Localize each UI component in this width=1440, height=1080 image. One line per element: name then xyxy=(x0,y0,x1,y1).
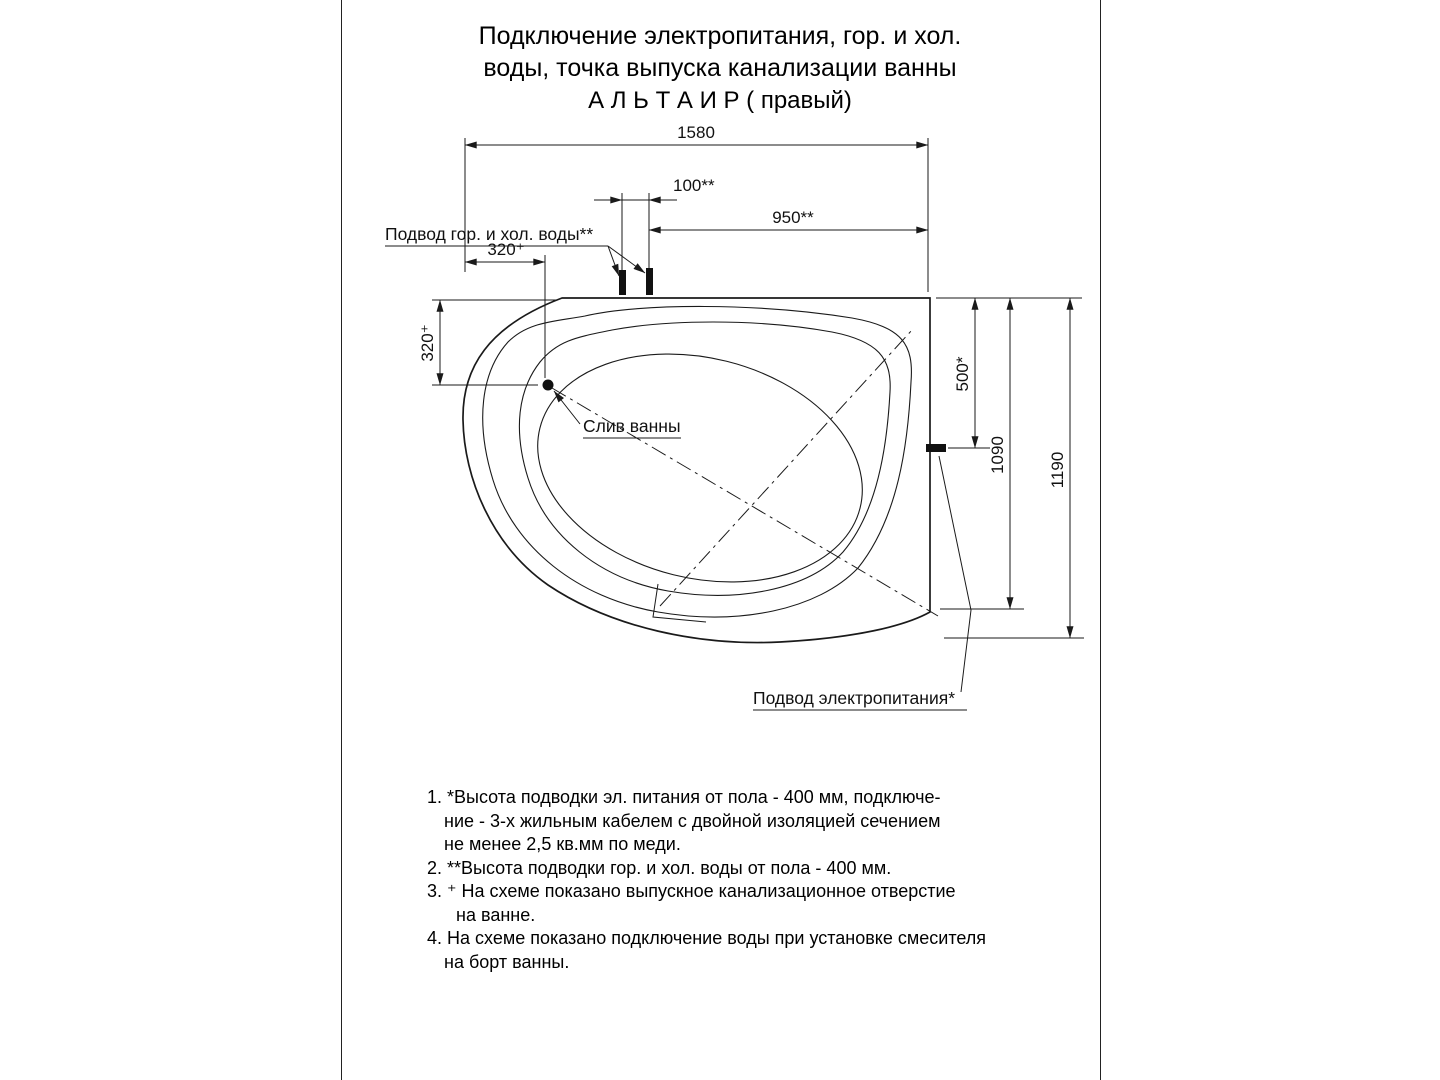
note-2-line-1: 2. **Высота подводки гор. и хол. воды от… xyxy=(427,857,892,878)
bathtub-inner-rim xyxy=(482,305,912,618)
drawing-title-model: А Л Ь Т А И Р ( правый) xyxy=(588,87,852,114)
dim-text-320v: 320⁺ xyxy=(418,324,437,361)
note-4-line-2: на борт ванны. xyxy=(444,951,570,972)
bottom-detail xyxy=(652,583,707,623)
page-border xyxy=(341,0,1101,1080)
dim-text-320h: 320⁺ xyxy=(487,240,524,259)
leader-drain xyxy=(553,390,581,425)
dim-text-1090: 1090 xyxy=(988,436,1007,474)
note-1-line-3: не менее 2,5 кв.мм по меди. xyxy=(444,834,681,854)
water-connection-point-2 xyxy=(646,268,653,295)
dim-text-1580: 1580 xyxy=(677,123,715,142)
dim-text-950: 950** xyxy=(772,208,814,227)
drawing-title-line2: воды, точка выпуска канализации ванны xyxy=(483,54,957,82)
centerline-1 xyxy=(551,387,939,617)
dim-text-100: 100** xyxy=(673,176,715,195)
leader-water-1 xyxy=(607,245,620,277)
note-1-line-1: 1. *Высота подводки эл. питания от пола … xyxy=(427,787,941,807)
water-connection-point-1 xyxy=(619,270,626,295)
bathtub-shelf-contour xyxy=(518,321,891,596)
drain-point xyxy=(542,379,554,391)
power-connection-point xyxy=(926,444,946,452)
note-4-line-1: 4. На схеме показано подключение воды пр… xyxy=(427,928,987,948)
technical-drawing: 1580 100** 950** 320⁺ 320⁺ 500* 1090 119… xyxy=(385,123,1084,711)
label-drain: Слив ванны xyxy=(583,416,681,436)
bathtub-outer-rim xyxy=(462,297,931,644)
note-3-line-2: на ванне. xyxy=(456,904,536,925)
label-water-supply: Подвод гор. и хол. воды** xyxy=(385,224,593,244)
bathtub-basin xyxy=(537,353,863,583)
title-block: Подключение электропитания, гор. и хол. … xyxy=(341,20,1099,118)
notes-block: 1. *Высота подводки эл. питания от пола … xyxy=(427,786,986,974)
label-power-supply: Подвод электропитания* xyxy=(753,688,955,708)
leader-power xyxy=(938,455,972,693)
centerline-2 xyxy=(659,329,913,607)
note-3-line-1: 3. ⁺ На схеме показано выпускное канализ… xyxy=(427,881,956,901)
leader-water-2 xyxy=(607,245,646,274)
dim-text-1190: 1190 xyxy=(1048,452,1067,489)
note-1-line-2: ние - 3-х жильным кабелем с двойной изол… xyxy=(444,810,941,831)
drawing-title-line1: Подключение электропитания, гор. и хол. xyxy=(478,22,962,50)
dim-text-500: 500* xyxy=(953,356,972,391)
